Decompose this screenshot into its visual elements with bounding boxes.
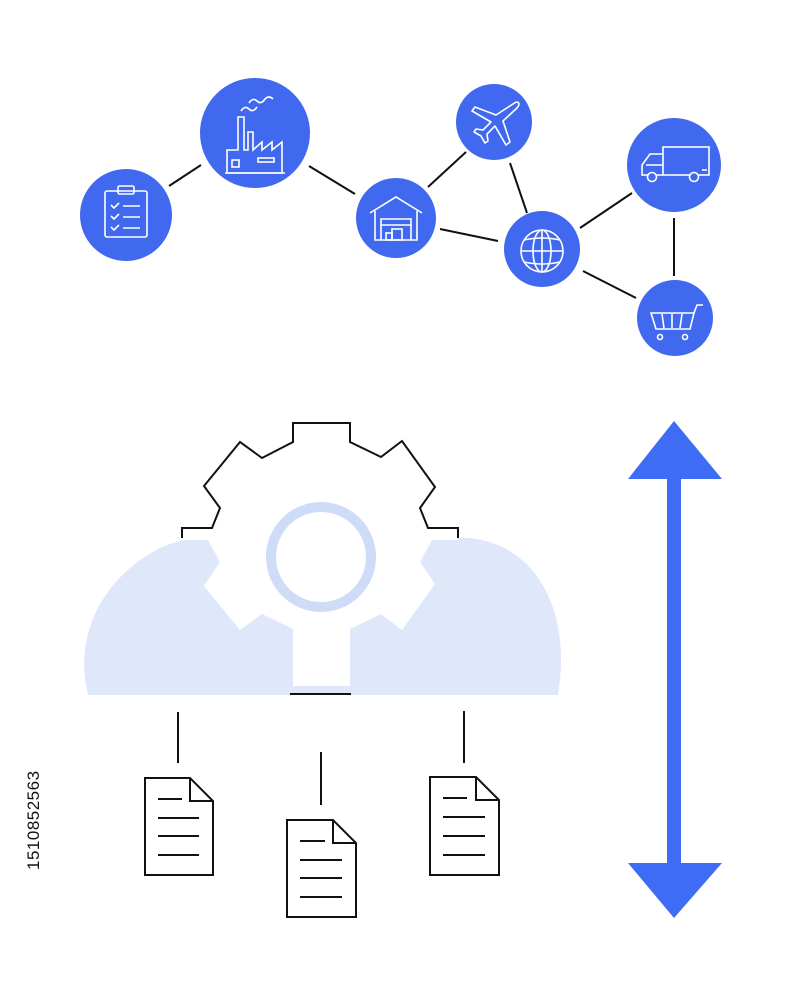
warehouse-icon <box>369 196 423 241</box>
link-warehouse-globe <box>439 228 499 242</box>
clipboard-icon <box>104 185 148 238</box>
document-icon <box>429 776 500 876</box>
warehouse-node <box>356 178 436 258</box>
gear-shape <box>182 423 458 686</box>
clipboard-checklist-node <box>80 169 172 261</box>
factory-node <box>200 78 310 188</box>
gear-ring <box>266 502 376 612</box>
document-connectors <box>177 711 465 805</box>
vertical-double-arrow-icon <box>628 421 722 918</box>
factory-icon <box>225 96 285 174</box>
stock-image-id: 1510852563 <box>24 770 43 870</box>
truck-node <box>627 118 721 212</box>
shopping-cart-icon <box>649 304 703 341</box>
document-icon <box>286 819 357 918</box>
document-icon <box>144 777 214 876</box>
network-links <box>168 151 675 299</box>
globe-node <box>504 211 580 287</box>
airplane-node <box>456 84 532 160</box>
link-globe-truck <box>579 192 633 229</box>
truck-icon <box>641 146 710 183</box>
link-clipboard-factory <box>168 164 202 187</box>
link-globe-cart <box>582 270 637 299</box>
shopping-cart-node <box>637 280 713 356</box>
link-warehouse-airplane <box>427 151 467 188</box>
airplane-icon <box>471 101 520 146</box>
globe-icon <box>520 229 564 273</box>
cloud-gear-icon <box>84 422 561 695</box>
link-airplane-globe <box>509 162 528 214</box>
gear-outline <box>181 422 459 538</box>
link-factory-warehouse <box>308 165 356 195</box>
